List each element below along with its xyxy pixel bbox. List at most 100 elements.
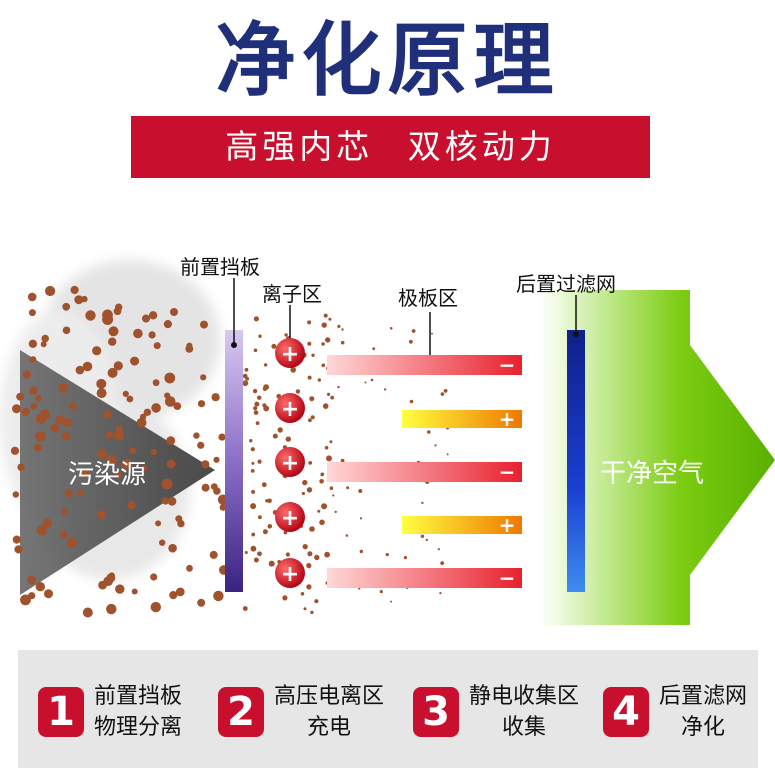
particle — [359, 517, 363, 520]
particle — [319, 519, 325, 526]
banner-text-right: 双核动力 — [407, 127, 556, 166]
particle — [76, 489, 84, 497]
particle — [257, 459, 262, 464]
particle — [115, 431, 124, 441]
pre-filter-pointer-dot — [231, 342, 237, 348]
particle — [69, 402, 77, 411]
particle — [263, 363, 268, 367]
particle — [39, 409, 50, 420]
particle — [17, 463, 25, 471]
particle — [245, 376, 250, 381]
particle — [81, 469, 90, 478]
particle — [409, 399, 414, 404]
particle — [29, 356, 37, 363]
plate-sign-2: + — [499, 407, 516, 431]
particle — [425, 538, 428, 542]
label-clean-air: 干净空气 — [600, 459, 704, 489]
pre-filter-bar — [225, 330, 243, 592]
particle — [152, 379, 160, 387]
particle — [251, 532, 256, 537]
particle — [126, 395, 134, 403]
step-2: 2 高压电离区 充电 — [218, 680, 384, 744]
step-4-line1: 后置滤网 — [659, 684, 748, 709]
particle — [107, 367, 118, 378]
particle — [97, 510, 107, 520]
particle — [169, 591, 178, 600]
particle — [164, 396, 176, 407]
particle — [66, 537, 77, 549]
post-filter-pointer-dot — [573, 331, 579, 337]
particle — [306, 487, 313, 493]
page-title: 净化原理 — [215, 13, 560, 107]
particle — [167, 496, 177, 506]
particle — [251, 489, 256, 494]
particle — [440, 561, 445, 565]
particle — [437, 548, 440, 551]
ion-ball-5 — [275, 558, 305, 588]
step-1-line1: 前置挡板 — [94, 684, 183, 709]
particle — [257, 395, 262, 400]
particle — [113, 361, 123, 371]
pollutant-particles — [10, 285, 450, 618]
particle — [28, 309, 36, 317]
particle — [265, 499, 269, 503]
particle — [319, 479, 324, 484]
particle — [321, 503, 328, 510]
particle — [186, 564, 193, 572]
particle — [317, 509, 321, 513]
particle — [85, 310, 96, 321]
particle — [322, 403, 329, 409]
particle — [420, 534, 425, 538]
particle — [306, 563, 312, 569]
plate-3 — [327, 462, 522, 482]
particle — [150, 601, 161, 613]
particle — [74, 295, 84, 305]
step-3-text: 静电收集区 收集 — [469, 681, 579, 743]
particle — [346, 486, 350, 490]
particle — [14, 545, 23, 554]
particle — [272, 433, 278, 439]
ion-ball-3 — [275, 447, 305, 477]
particle — [253, 410, 259, 415]
particle — [30, 403, 37, 410]
particle — [201, 460, 210, 469]
step-4: 4 后置滤网 净化 — [603, 680, 747, 744]
particle — [250, 447, 255, 452]
particle — [161, 497, 170, 505]
ion-sign-4: + — [281, 506, 299, 531]
particle — [121, 458, 133, 470]
particle — [175, 515, 183, 523]
banner-text-left: 高强内芯 — [225, 127, 374, 166]
particle — [12, 404, 21, 414]
plate-5 — [327, 568, 522, 588]
particle — [321, 322, 327, 328]
plate-sign-5: − — [499, 566, 516, 590]
particle — [50, 423, 60, 433]
particle — [314, 554, 320, 561]
particle — [42, 518, 53, 528]
step-3-number: 3 — [413, 687, 459, 737]
particle — [320, 472, 325, 477]
particle — [197, 400, 206, 408]
particle — [324, 445, 329, 450]
particle — [323, 313, 328, 318]
particle — [421, 501, 424, 505]
step-2-line2: 充电 — [307, 715, 352, 740]
particle — [148, 331, 156, 339]
particle — [446, 453, 449, 456]
particle — [159, 539, 166, 546]
ion-sign-3: + — [281, 451, 299, 476]
particle — [200, 320, 208, 329]
particle — [251, 461, 255, 465]
particle — [440, 392, 445, 396]
particle — [127, 501, 136, 510]
particle — [389, 327, 393, 330]
particle — [106, 455, 117, 466]
particle — [70, 285, 79, 295]
particle — [113, 307, 122, 316]
particle — [213, 590, 224, 602]
ion-ball-2 — [275, 393, 305, 423]
particle — [108, 326, 119, 337]
particle — [130, 356, 140, 366]
particle — [302, 544, 308, 550]
